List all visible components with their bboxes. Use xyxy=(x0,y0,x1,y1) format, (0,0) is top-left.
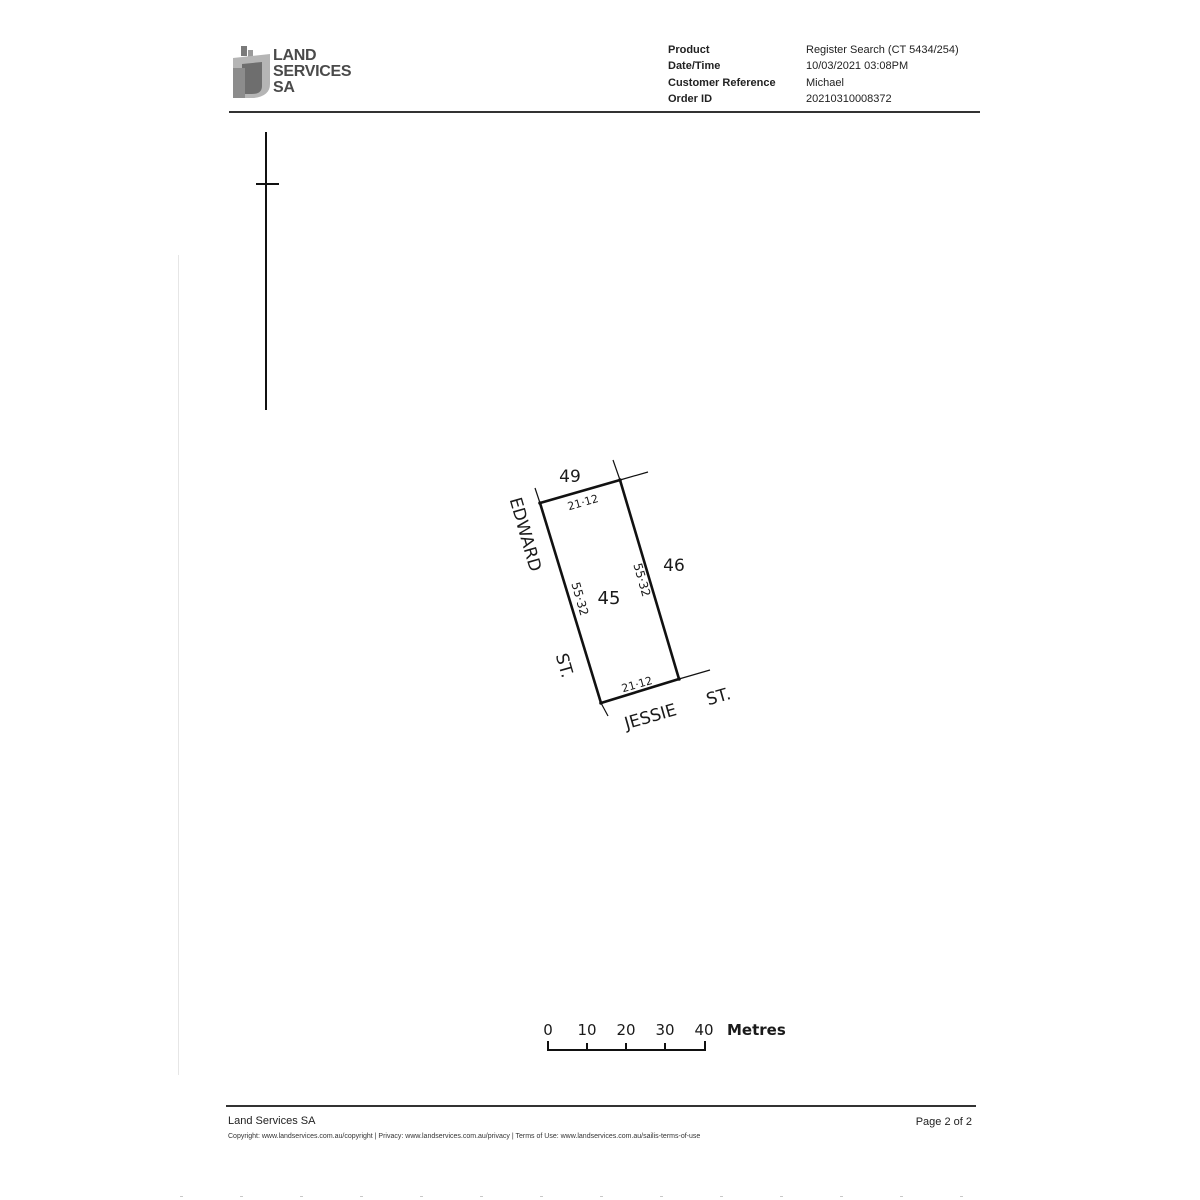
meta-value: 20210310008372 xyxy=(806,92,892,105)
dimension-left: 55·32 xyxy=(568,580,591,617)
logo-line-1: LAND xyxy=(273,47,317,64)
meta-label: Date/Time xyxy=(668,60,721,73)
scale-tick-label: 30 xyxy=(655,1021,674,1039)
corner-points xyxy=(538,478,681,705)
meta-row-product: Product Register Search (CT 5434/254) xyxy=(668,42,959,58)
street-name-jessie: JESSIE xyxy=(621,700,679,734)
street-type-jessie: ST. xyxy=(704,684,733,710)
scale-bar: 0 10 20 30 40 Metres xyxy=(543,1021,786,1051)
meta-label: Product xyxy=(668,44,710,56)
meta-value: Michael xyxy=(806,76,844,89)
logo-line-2: SERVICES xyxy=(273,63,352,80)
page-number: Page 2 of 2 xyxy=(915,1116,972,1128)
scale-tick-label: 10 xyxy=(577,1021,596,1039)
street-name-edward: EDWARD xyxy=(505,495,545,574)
title-plan-diagram: 49 46 45 21·12 21·12 55·32 55·32 EDWARD … xyxy=(505,459,733,734)
meta-row-customer-reference: Customer Reference Michael xyxy=(668,75,959,91)
header-divider xyxy=(229,111,980,113)
footer-divider xyxy=(226,1105,976,1107)
allotment-number: 45 xyxy=(598,588,621,609)
land-services-logo: LAND SERVICES SA xyxy=(232,44,362,102)
order-metadata: Product Register Search (CT 5434/254) Da… xyxy=(668,42,959,107)
meta-row-order-id: Order ID 20210310008372 xyxy=(668,91,959,107)
adjoining-allotment-east: 46 xyxy=(663,556,685,576)
meta-value: 10/03/2021 03:08PM xyxy=(806,60,909,73)
dimension-right: 55·32 xyxy=(630,561,653,598)
scale-bar-line xyxy=(547,1041,706,1051)
footer-organisation: Land Services SA xyxy=(228,1115,316,1127)
scale-tick-label: 40 xyxy=(694,1021,713,1039)
street-type-edward: ST. xyxy=(551,651,577,680)
logo-line-3: SA xyxy=(273,79,295,96)
meta-value: Register Search (CT 5434/254) xyxy=(806,44,959,56)
scale-unit-label: Metres xyxy=(727,1021,786,1039)
scale-tick-label: 0 xyxy=(543,1021,553,1039)
meta-label: Order ID xyxy=(668,92,713,105)
page-scan-edge xyxy=(178,255,179,1075)
scan-artifact-dots xyxy=(180,1196,1000,1197)
footer-copyright-links: Copyright: www.landservices.com.au/copyr… xyxy=(228,1133,701,1140)
meta-row-datetime: Date/Time 10/03/2021 03:08PM xyxy=(668,58,959,74)
scale-tick-label: 20 xyxy=(616,1021,635,1039)
north-arrow-icon xyxy=(256,132,279,410)
adjoining-allotment-north: 49 xyxy=(559,467,581,487)
allotment-boundary xyxy=(534,459,711,717)
logo-wordmark: LAND SERVICES SA xyxy=(273,47,352,96)
meta-label: Customer Reference xyxy=(668,76,776,89)
logo-mark-icon xyxy=(233,46,270,98)
